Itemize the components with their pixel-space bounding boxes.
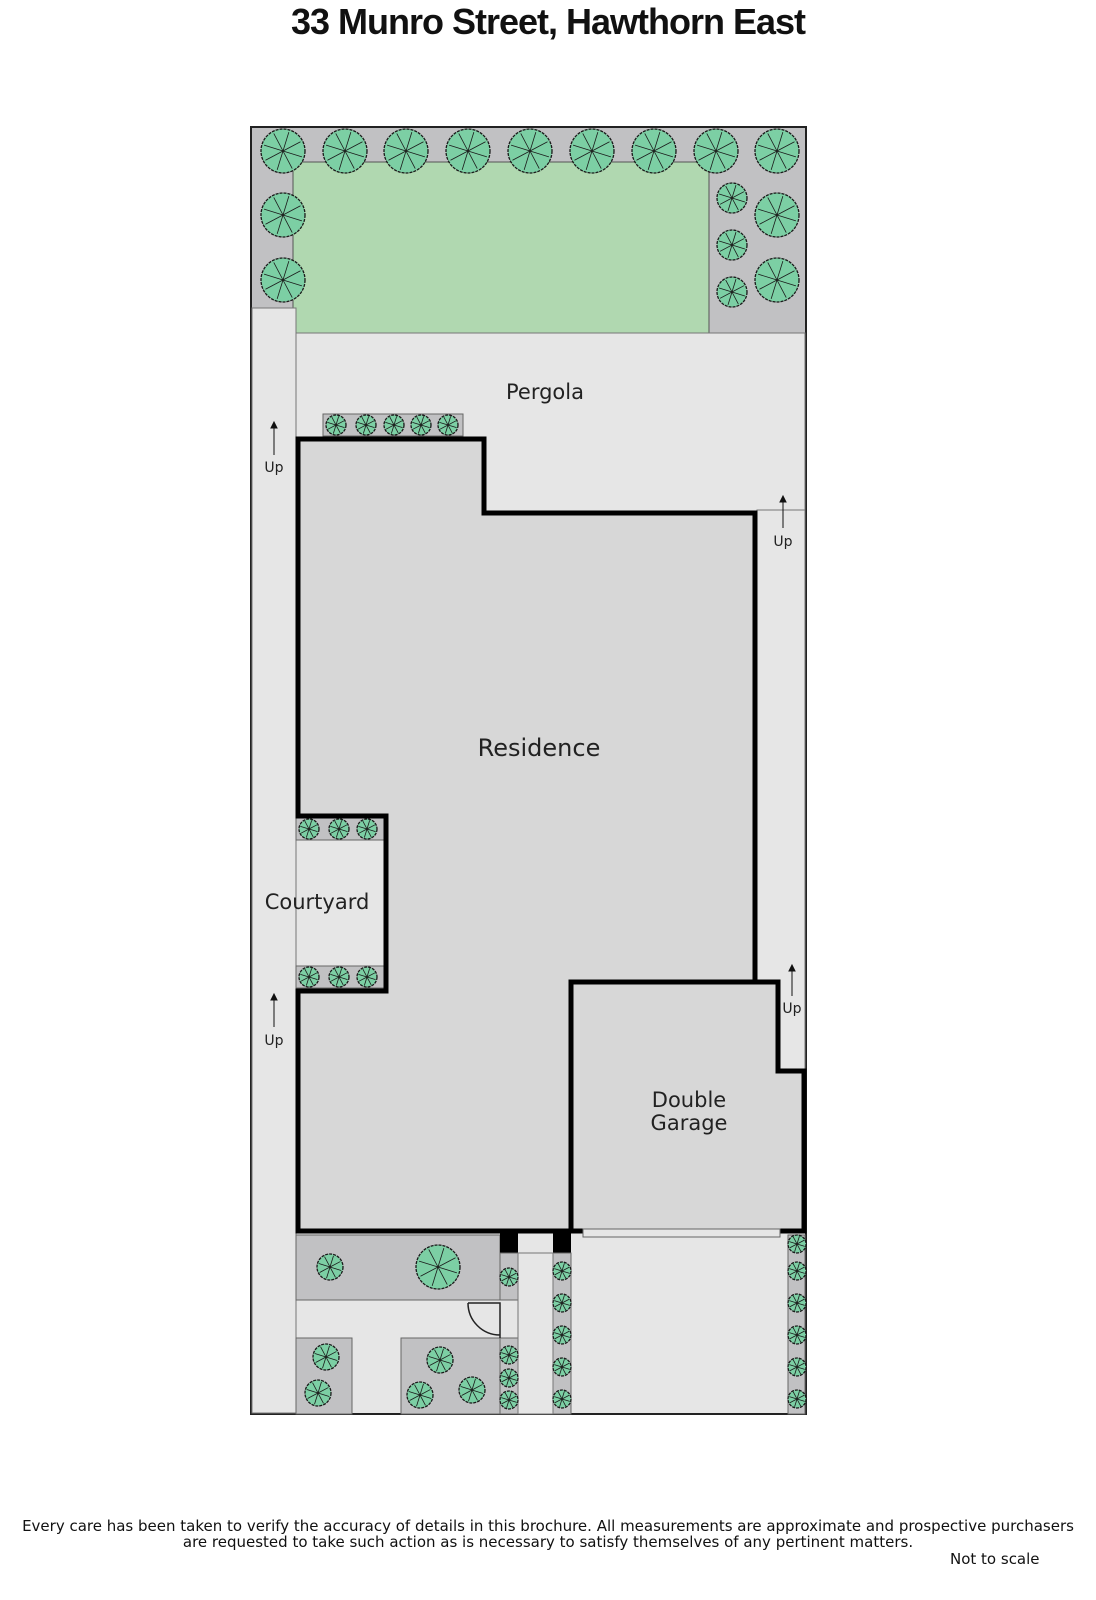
tree-icon — [499, 1345, 519, 1365]
front-door-swing — [467, 1302, 501, 1338]
side-path-left — [251, 307, 297, 1414]
tree-icon — [716, 182, 748, 214]
tree-icon — [787, 1325, 807, 1345]
tree-icon — [328, 818, 350, 840]
tree-icon — [552, 1389, 572, 1409]
label-up: Up — [264, 1033, 283, 1049]
tree-icon — [260, 192, 306, 238]
label-pergola: Pergola — [506, 380, 584, 404]
label-up: Up — [782, 1001, 801, 1017]
side-path-right — [756, 509, 806, 1072]
tree-icon — [260, 128, 306, 174]
tree-icon — [458, 1376, 486, 1404]
tree-icon — [415, 1244, 461, 1290]
tree-icon — [754, 257, 800, 303]
tree-icon — [787, 1293, 807, 1313]
tree-icon — [552, 1325, 572, 1345]
garage-door — [582, 1228, 781, 1238]
tree-icon — [552, 1293, 572, 1313]
tree-icon — [693, 128, 739, 174]
tree-icon — [356, 818, 378, 840]
tree-icon — [631, 128, 677, 174]
tree-icon — [406, 1381, 434, 1409]
tree-icon — [328, 966, 350, 988]
label-garage-line1: Double — [652, 1088, 726, 1112]
tree-icon — [426, 1346, 454, 1374]
tree-icon — [552, 1357, 572, 1377]
tree-icon — [787, 1389, 807, 1409]
tree-icon — [304, 1379, 332, 1407]
disclaimer: Every care has been taken to verify the … — [0, 1518, 1096, 1550]
tree-icon — [787, 1261, 807, 1281]
tree-icon — [322, 128, 368, 174]
tree-icon — [787, 1234, 807, 1254]
tree-icon — [437, 414, 459, 436]
label-courtyard: Courtyard — [265, 890, 370, 914]
disclaimer-line: Every care has been taken to verify the … — [22, 1517, 1074, 1535]
tree-icon — [298, 966, 320, 988]
tree-icon — [325, 414, 347, 436]
page-title: 33 Munro Street, Hawthorn East — [290, 1, 806, 42]
tree-icon — [754, 192, 800, 238]
label-garage-line2: Garage — [651, 1111, 728, 1135]
tree-icon — [716, 276, 748, 308]
tree-icon — [754, 128, 800, 174]
disclaimer-line: are requested to take such action as is … — [182, 1533, 914, 1551]
tree-icon — [383, 128, 429, 174]
label-residence: Residence — [478, 734, 601, 762]
tree-icon — [716, 229, 748, 261]
tree-icon — [499, 1368, 519, 1388]
tree-icon — [410, 414, 432, 436]
tree-icon — [355, 414, 377, 436]
tree-icon — [356, 966, 378, 988]
tree-icon — [298, 818, 320, 840]
tree-icon — [569, 128, 615, 174]
scale-note: Not to scale — [950, 1550, 1040, 1568]
entry-path — [517, 1252, 554, 1415]
tree-icon — [507, 128, 553, 174]
tree-icon — [383, 414, 405, 436]
tree-icon — [445, 128, 491, 174]
tree-icon — [499, 1390, 519, 1410]
post — [553, 1233, 571, 1253]
double-garage — [568, 979, 807, 1234]
tree-icon — [499, 1267, 519, 1287]
stair-arrows — [270, 420, 796, 1027]
lawn — [292, 161, 710, 334]
tree-icon — [787, 1357, 807, 1377]
tree-icon — [312, 1343, 340, 1371]
tree-icon — [552, 1261, 572, 1281]
label-up: Up — [264, 460, 283, 476]
tree-icon — [316, 1253, 344, 1281]
tree-icon — [260, 257, 306, 303]
post — [500, 1233, 518, 1253]
label-up: Up — [773, 534, 792, 550]
